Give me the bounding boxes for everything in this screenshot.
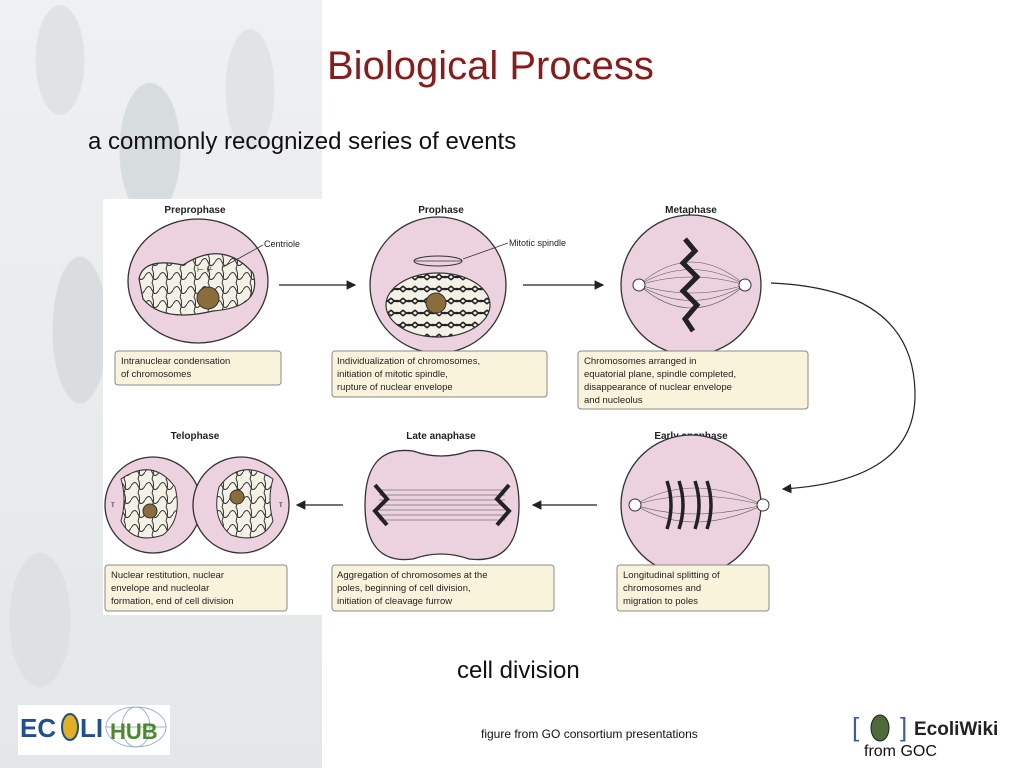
figure-caption: cell division: [457, 657, 580, 684]
arrow-metaphase-to-early-anaphase: [770, 282, 916, 494]
slide-title: Biological Process: [327, 44, 654, 88]
ecoliwiki-bracket-close: ]: [900, 712, 907, 742]
ecolihub-text-hub: HUB: [110, 719, 158, 744]
cell-metaphase: [620, 214, 762, 356]
desc-box-preprophase: Intranuclear condensation of chromosomes: [114, 350, 282, 386]
stage-title-prophase: Prophase: [418, 205, 464, 216]
ecolihub-text-ec: EC: [20, 713, 56, 743]
goc-credit: from GOC: [864, 743, 937, 760]
ecoliwiki-name: EcoliWiki: [914, 719, 998, 740]
stage-title-preprophase: Preprophase: [164, 205, 226, 216]
desc-box-late-anaphase: Aggregation of chromosomes at the poles,…: [331, 564, 555, 612]
svg-text:т: т: [111, 500, 115, 509]
label-mitotic-spindle: Mitotic spindle: [509, 238, 566, 248]
desc-line: Intranuclear condensation: [121, 356, 230, 367]
desc-line: initiation of cleavage furrow: [337, 596, 452, 607]
desc-line: and nucleolus: [584, 395, 643, 406]
slide-subtitle: a commonly recognized series of events: [88, 128, 517, 155]
ecoliwiki-bracket-open: [: [852, 712, 860, 742]
ecolihub-text-li: LI: [80, 713, 103, 743]
figure-credit: figure from GO consortium presentations: [481, 727, 698, 741]
svg-text:т: т: [279, 500, 283, 509]
desc-line: chromosomes and: [623, 583, 701, 594]
cell-telophase: т т: [104, 456, 290, 554]
desc-line: poles, beginning of cell division,: [337, 583, 471, 594]
cell-early-anaphase: [620, 434, 770, 576]
desc-line: equatorial plane, spindle completed,: [584, 369, 736, 380]
cell-late-anaphase: [364, 449, 520, 561]
desc-line: envelope and nucleolar: [111, 583, 209, 594]
desc-line: disappearance of nuclear envelope: [584, 382, 732, 393]
stage-title-metaphase: Metaphase: [665, 205, 717, 216]
cell-preprophase: ⊢ ⊬: [127, 218, 269, 344]
desc-box-early-anaphase: Longitudinal splitting of chromosomes an…: [616, 564, 770, 612]
desc-line: Aggregation of chromosomes at the: [337, 570, 488, 581]
label-centriole: Centriole: [264, 239, 300, 249]
ecoliwiki-logo[interactable]: [ ] EcoliWiki: [852, 712, 1008, 744]
desc-box-prophase: Individualization of chromosomes, initia…: [331, 350, 548, 398]
desc-line: initiation of mitotic spindle,: [337, 369, 448, 380]
desc-line: Individualization of chromosomes,: [337, 356, 480, 367]
desc-box-telophase: Nuclear restitution, nuclear envelope an…: [104, 564, 288, 612]
desc-line: of chromosomes: [121, 369, 191, 380]
desc-line: Longitudinal splitting of: [623, 570, 720, 581]
desc-line: formation, end of cell division: [111, 596, 234, 607]
bacterium-icon: [61, 713, 79, 741]
cell-prophase: [369, 216, 509, 354]
desc-line: Nuclear restitution, nuclear: [111, 570, 224, 581]
desc-box-metaphase: Chromosomes arranged in equatorial plane…: [577, 350, 809, 410]
stage-title-late-anaphase: Late anaphase: [406, 431, 476, 442]
desc-line: rupture of nuclear envelope: [337, 382, 453, 393]
cell-division-figure: Preprophase ⊢ ⊬ Centriole Prophase Mitot…: [103, 199, 923, 615]
ecolihub-logo[interactable]: EC LI HUB: [18, 705, 170, 755]
desc-line: Chromosomes arranged in: [584, 356, 696, 367]
svg-text:⊢ ⊬: ⊢ ⊬: [197, 265, 213, 274]
bacterium-icon: [870, 714, 890, 742]
desc-line: migration to poles: [623, 596, 698, 607]
stage-title-telophase: Telophase: [171, 431, 220, 442]
